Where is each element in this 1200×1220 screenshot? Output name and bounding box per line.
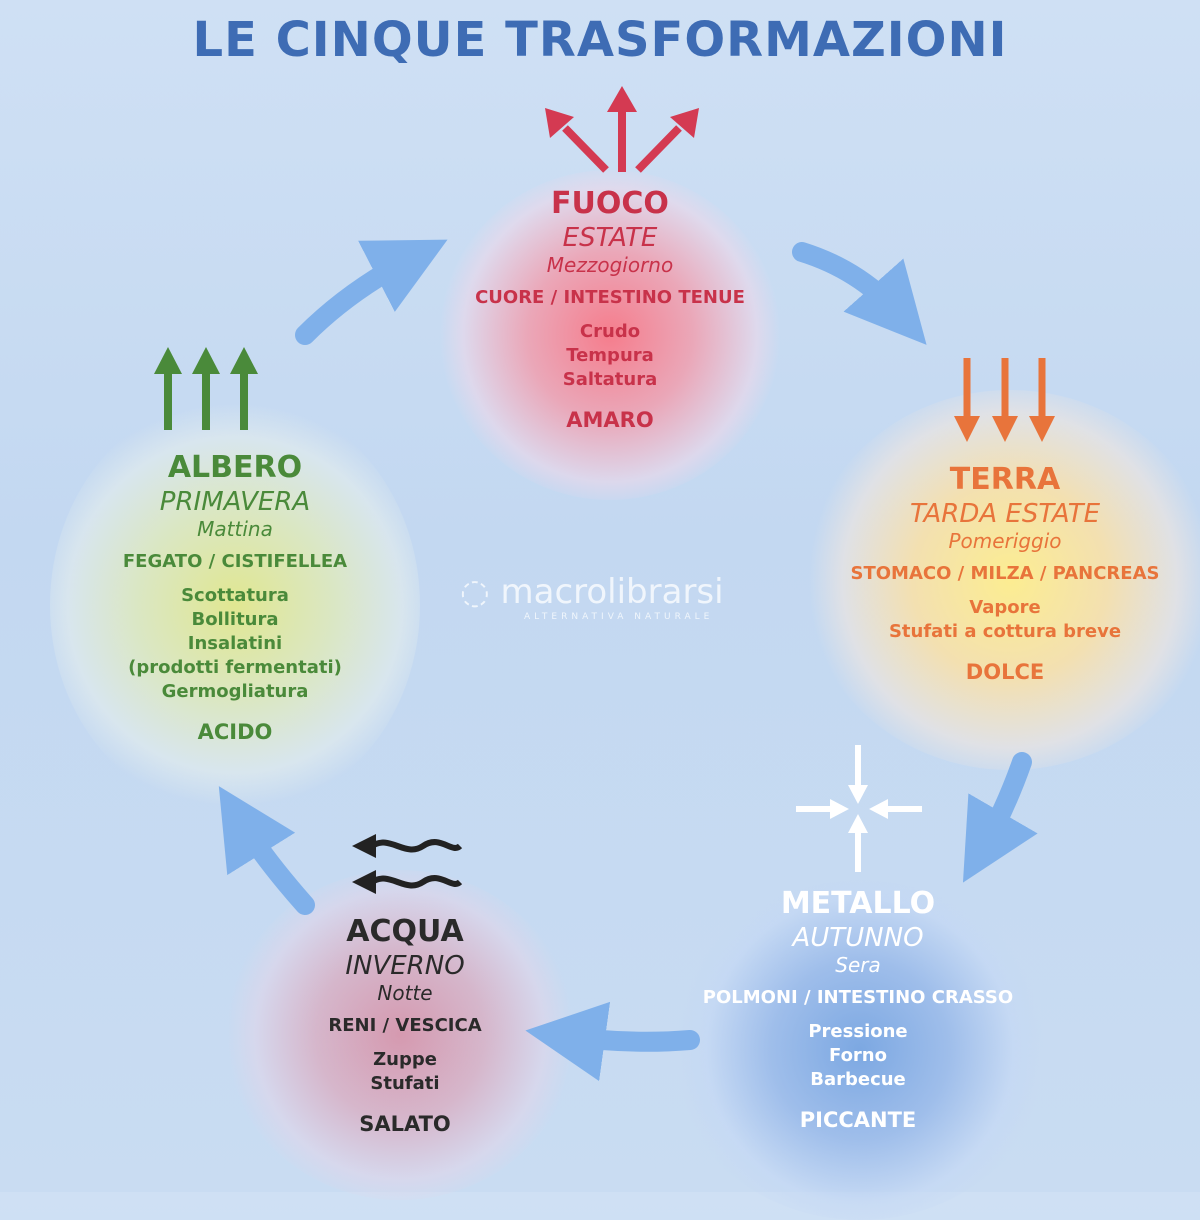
- watermark-tagline: ALTERNATIVA NATURALE: [524, 612, 714, 622]
- earth-time: Pomeriggio: [948, 529, 1062, 553]
- fire-methods: Crudo Tempura Saltatura: [430, 320, 790, 392]
- fire-halo: [440, 170, 780, 500]
- wood-time: Mattina: [197, 517, 273, 541]
- earth-organs: STOMACO / MILZA / PANCREAS: [850, 563, 1160, 584]
- diagram-arrows: [154, 86, 1055, 1082]
- earth-season: TARDA ESTATE: [909, 499, 1101, 529]
- wood-season: PRIMAVERA: [159, 487, 311, 517]
- metal-method: Forno: [829, 1045, 887, 1066]
- fire-organs: CUORE / INTESTINO TENUE: [475, 287, 745, 308]
- metal-method: Pressione: [808, 1021, 908, 1042]
- wood-method: Germogliatura: [161, 681, 309, 702]
- water-method: Zuppe: [373, 1049, 437, 1070]
- fire-time: Mezzogiorno: [546, 253, 674, 277]
- earth-method: Stufati a cottura breve: [888, 621, 1122, 642]
- wood-name: ALBERO: [167, 450, 303, 485]
- wood-method: (prodotti fermentati): [128, 657, 342, 678]
- metal-organs: POLMONI / INTESTINO CRASSO: [702, 987, 1014, 1008]
- metal-name: METALLO: [780, 886, 936, 921]
- earth-node: TERRA TARDA ESTATE Pomeriggio STOMACO / …: [810, 462, 1200, 684]
- earth-taste: DOLCE: [965, 660, 1045, 684]
- fire-node: FUOCO ESTATE Mezzogiorno CUORE / INTESTI…: [430, 186, 790, 432]
- metal-methods: Pressione Forno Barbecue: [668, 1020, 1048, 1092]
- cycle-arrow-water-to-wood: [218, 786, 315, 915]
- wood-method: Scottatura: [181, 585, 289, 606]
- cycle-arrow-metal-to-water: [525, 1001, 700, 1082]
- cycle-arrow-wood-to-fire: [295, 239, 448, 345]
- four-arrows-inward-icon: [796, 745, 922, 872]
- three-arrows-down-icon: [954, 358, 1055, 442]
- metal-taste: PICCANTE: [799, 1108, 917, 1132]
- metal-method: Barbecue: [810, 1069, 906, 1090]
- fire-taste: AMARO: [566, 408, 654, 432]
- wood-method: Insalatini: [187, 633, 283, 654]
- earth-halo: [805, 390, 1200, 770]
- metal-halo: [670, 880, 1050, 1220]
- water-taste: SALATO: [359, 1112, 451, 1136]
- fire-method: Saltatura: [562, 369, 658, 390]
- metal-time: Sera: [835, 953, 881, 977]
- watermark-brand: macrolibrarsi: [500, 572, 724, 612]
- fire-season: ESTATE: [562, 223, 658, 253]
- watermark: ◌ macrolibrarsi ALTERNATIVA NATURALE: [460, 572, 724, 622]
- metal-season: AUTUNNO: [792, 923, 924, 953]
- wood-halo: [50, 395, 420, 815]
- fire-name: FUOCO: [551, 186, 669, 221]
- earth-methods: Vapore Stufati a cottura breve: [810, 596, 1200, 644]
- water-time: Notte: [377, 981, 433, 1005]
- water-organs: RENI / VESCICA: [328, 1015, 482, 1036]
- water-season: INVERNO: [345, 951, 465, 981]
- water-name: ACQUA: [346, 914, 464, 949]
- three-arrows-up-icon: [154, 347, 258, 430]
- water-node: ACQUA INVERNO Notte RENI / VESCICA Zuppe…: [250, 914, 560, 1136]
- wood-method: Bollitura: [191, 609, 279, 630]
- wood-organs: FEGATO / CISTIFELLEA: [122, 551, 348, 572]
- three-arrows-spreading-up-icon: [545, 86, 699, 173]
- fire-method: Tempura: [566, 345, 654, 366]
- water-methods: Zuppe Stufati: [250, 1048, 560, 1096]
- earth-name: TERRA: [949, 462, 1061, 497]
- metal-node: METALLO AUTUNNO Sera POLMONI / INTESTINO…: [668, 886, 1048, 1132]
- wavy-arrows-left-icon: [352, 834, 463, 894]
- cycle-arrow-earth-to-metal: [962, 752, 1038, 883]
- water-method: Stufati: [370, 1073, 440, 1094]
- wood-node: ALBERO PRIMAVERA Mattina FEGATO / CISTIF…: [60, 450, 410, 744]
- cycle-arrow-fire-to-earth: [792, 242, 927, 345]
- fire-method: Crudo: [579, 321, 641, 342]
- page-title: LE CINQUE TRASFORMAZIONI: [192, 12, 1008, 68]
- watermark-logo-icon: ◌: [460, 572, 501, 612]
- wood-taste: ACIDO: [197, 720, 273, 744]
- wood-methods: Scottatura Bollitura Insalatini (prodott…: [60, 584, 410, 704]
- earth-method: Vapore: [969, 597, 1041, 618]
- water-halo: [225, 870, 575, 1200]
